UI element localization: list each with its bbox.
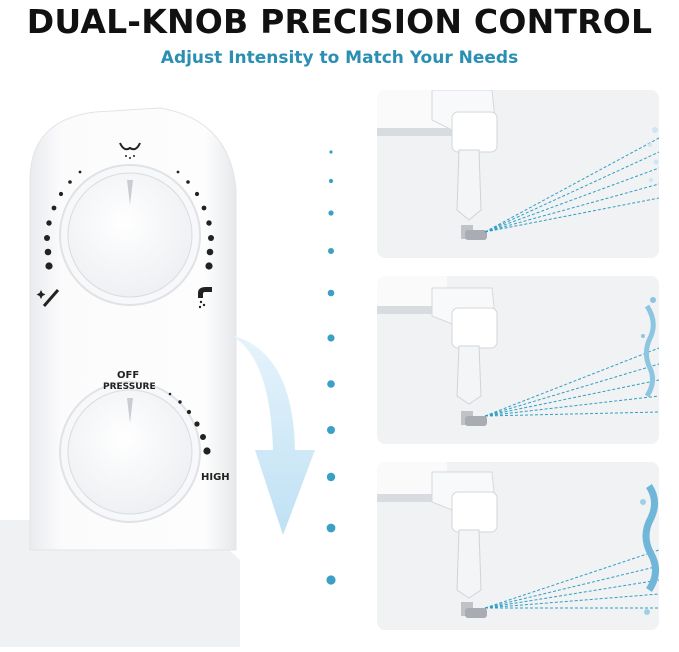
pressure-off-label: OFF [117,370,140,381]
curved-arrow [230,335,315,535]
bidet-control-unit [0,90,240,647]
pressure-label: PRESSURE [103,382,156,392]
panel-high-intensity [377,462,659,630]
wash-spray-icon [198,287,212,309]
panel-low-intensity [377,90,659,258]
self-clean-wand-icon [36,289,60,307]
pressure-high-label: HIGH [201,472,230,483]
page-title: DUAL-KNOB PRECISION CONTROL [26,2,653,41]
nozzle-spray-icon [119,142,141,159]
panel-medium-intensity [377,276,659,444]
page-subtitle: Adjust Intensity to Match Your Needs [160,48,519,68]
